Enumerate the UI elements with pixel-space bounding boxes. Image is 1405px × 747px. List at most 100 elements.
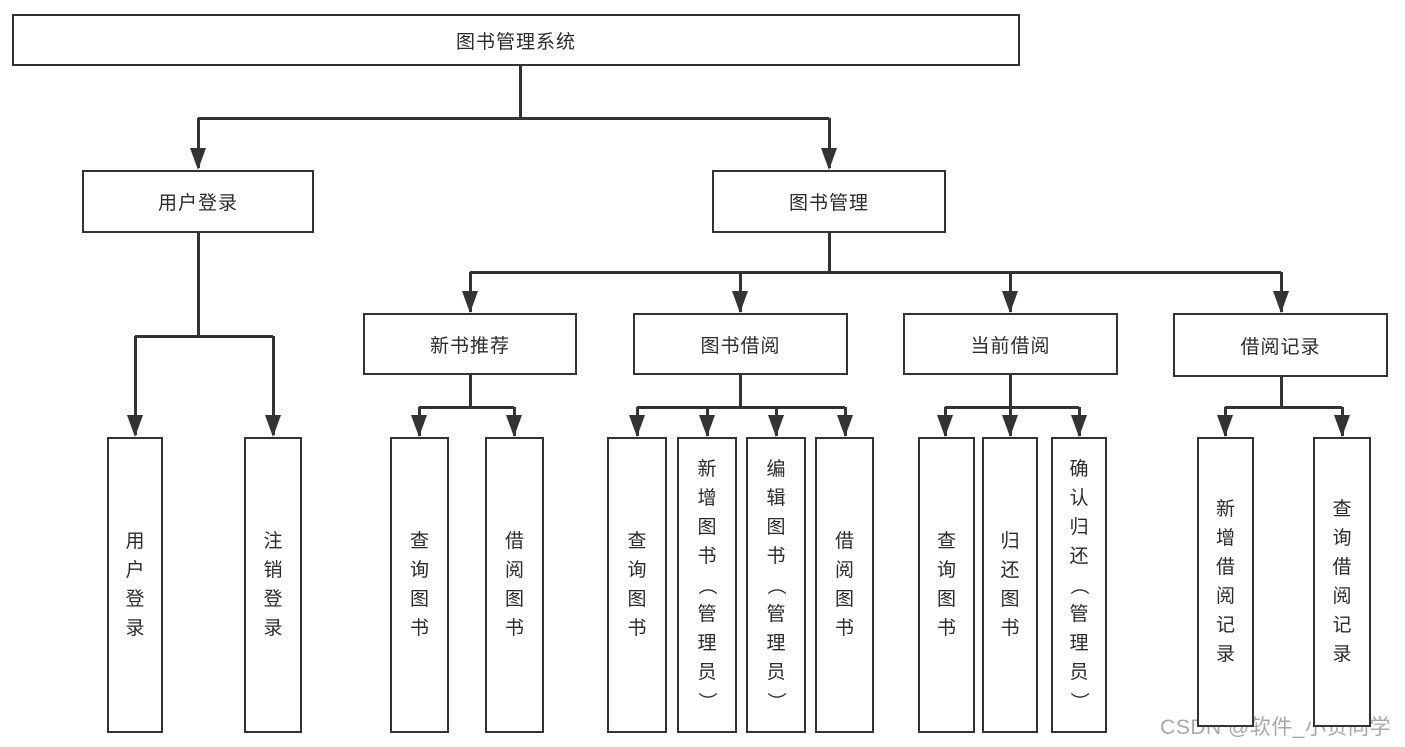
arrowhead-down-icon (1273, 291, 1289, 313)
node-label-char: 确 (1069, 458, 1089, 480)
node-label: 新书推荐 (429, 335, 510, 357)
node-label-char: 登 (125, 589, 145, 610)
node-label-char: 图 (766, 516, 786, 538)
connector-line (945, 405, 1079, 409)
node-label-char: 理 (766, 632, 786, 654)
node-label-char: 员 (697, 661, 717, 683)
node-label-char: 理 (1069, 632, 1089, 654)
connector-line (198, 116, 829, 120)
node-book-borrowing: 图书借阅 (633, 313, 848, 375)
node-label: 当前借阅 (970, 335, 1051, 357)
node-label-char: 书 (766, 545, 786, 567)
node-root: 图书管理系统 (12, 14, 1020, 66)
node-edit-books-admin: 编辑图书（管理员） (746, 437, 806, 733)
node-label-char: 图 (936, 589, 956, 610)
node-label-char: 录 (125, 618, 145, 639)
node-confirm-return-admin: 确认归还 （ 管理员 ） (1051, 437, 1107, 733)
node-label-char: 录 (1215, 644, 1235, 665)
connector-line (470, 270, 1281, 274)
connector-line (827, 118, 831, 168)
node-label-char: 阅 (834, 560, 854, 581)
node-label-char: 记 (1332, 615, 1352, 636)
node-label-char: 询 (627, 560, 647, 581)
node-query-books-borrow: 查询图书 (607, 437, 667, 733)
node-label-char: 管 (1069, 603, 1089, 625)
node-add-books-admin: 新增图书（管理员） (677, 437, 737, 733)
arrowhead-down-icon (937, 415, 953, 437)
node-label-char: ） (1068, 691, 1090, 711)
arrowhead-down-icon (1002, 291, 1018, 313)
connector-line (637, 405, 845, 409)
node-label-char: 书 (504, 618, 524, 639)
node-label-char: 记 (1215, 615, 1235, 636)
node-label-char: ） (696, 691, 718, 711)
node-label-char: 用 (125, 531, 145, 552)
node-label-char: 户 (125, 560, 145, 581)
node-label-char: 管 (766, 603, 786, 625)
node-label-char: 归 (1000, 531, 1020, 552)
node-label-char: 书 (834, 618, 854, 639)
node-query-books-recommend: 查询图书 (390, 437, 449, 733)
arrowhead-down-icon (1071, 415, 1087, 437)
node-return-books: 归还图书 (982, 437, 1038, 733)
connector-line (133, 336, 137, 435)
node-logout: 注销登录 (244, 437, 302, 733)
node-label-char: 员 (1069, 661, 1089, 683)
node-label-char: 书 (409, 618, 429, 639)
node-add-borrow-record: 新增借阅记录 (1197, 437, 1254, 727)
node-label-char: 查 (936, 531, 956, 552)
node-label-char: 借 (834, 531, 854, 552)
connector-line (1225, 405, 1342, 409)
node-label: 图书管理 (788, 193, 869, 214)
node-label-char: 还 (1000, 560, 1020, 581)
node-label-char: 询 (409, 560, 429, 581)
node-label-char: 借 (1215, 557, 1235, 578)
node-label: 图书借阅 (700, 335, 781, 357)
node-label-char: 录 (1332, 644, 1352, 665)
node-label-char: 询 (936, 560, 956, 581)
node-new-book-recommend: 新书推荐 (363, 313, 577, 375)
node-label-char: 理 (697, 632, 717, 654)
arrowhead-down-icon (1217, 415, 1233, 437)
node-current-borrowing: 当前借阅 (903, 313, 1118, 375)
node-label-char: 登 (263, 589, 283, 610)
node-label-char: 还 (1069, 545, 1089, 567)
arrowhead-down-icon (1334, 415, 1350, 437)
node-label-char: 认 (1069, 487, 1089, 509)
node-label-char: 借 (504, 531, 524, 552)
node-label-char: 阅 (504, 560, 524, 581)
arrowhead-down-icon (821, 148, 837, 170)
node-label-char: 阅 (1332, 586, 1352, 607)
node-label-char: 图 (834, 589, 854, 610)
node-label-char: 注 (263, 531, 283, 552)
connector-line (518, 66, 522, 118)
node-label-char: 图 (409, 589, 429, 610)
node-label-char: 新 (1215, 499, 1235, 520)
arrowhead-down-icon (411, 415, 427, 437)
connector-line (196, 233, 200, 336)
node-label-char: 书 (627, 618, 647, 639)
node-user-login-module: 用户登录 (82, 170, 314, 233)
connector-line (1008, 375, 1012, 407)
node-label-char: ） (765, 691, 787, 711)
node-label-char: 录 (263, 618, 283, 639)
node-label-char: 编 (766, 458, 786, 480)
node-query-books-current: 查询图书 (918, 437, 975, 733)
node-label-char: （ (765, 575, 787, 595)
node-login: 用户登录 (107, 437, 163, 733)
arrowhead-down-icon (127, 415, 143, 437)
arrowhead-down-icon (265, 415, 281, 437)
node-label-char: 增 (697, 487, 717, 509)
node-query-borrow-record: 查询借阅记录 (1313, 437, 1371, 727)
node-label-char: 归 (1069, 516, 1089, 538)
node-borrow-books: 借阅图书 (815, 437, 874, 733)
arrowhead-down-icon (1002, 415, 1018, 437)
connector-line (196, 118, 200, 168)
node-label: 借阅记录 (1240, 336, 1321, 358)
node-label-char: 查 (627, 531, 647, 552)
node-label-char: （ (1068, 575, 1090, 595)
arrowhead-down-icon (732, 291, 748, 313)
node-label-char: 书 (1000, 618, 1020, 639)
arrowhead-down-icon (837, 415, 853, 437)
